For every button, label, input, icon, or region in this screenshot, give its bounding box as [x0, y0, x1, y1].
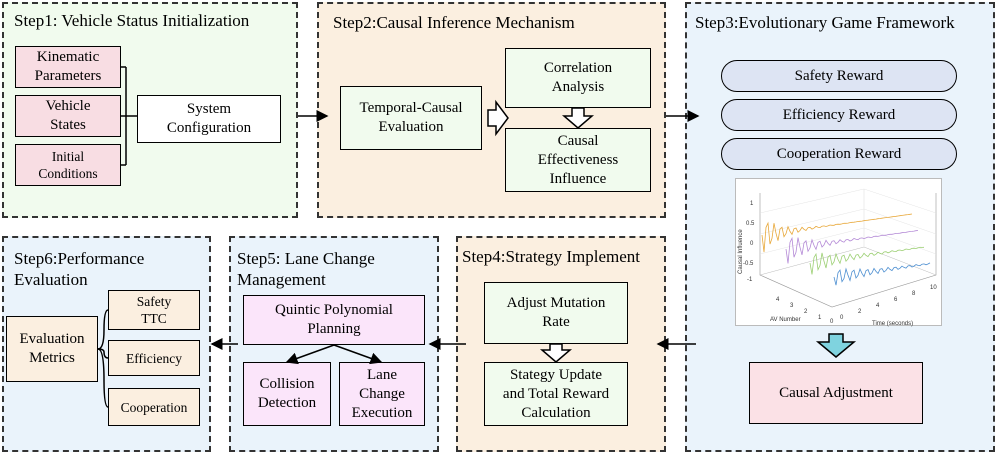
step3-title: Step3:Evolutionary Game Framework [695, 13, 955, 32]
branch-efficiency [97, 348, 109, 359]
z-tick-1: 1 [750, 201, 754, 207]
branch-cooperation [97, 348, 109, 408]
kinematic-parameters-box: Kinematic Parameters [15, 46, 121, 88]
block-arrow-mutation-update [539, 343, 573, 363]
block-arrow-temporal-causal [487, 99, 509, 137]
adjust-mutation-rate-box: Adjust Mutation Rate [484, 282, 628, 344]
plot-trace-3 [833, 262, 931, 286]
time-tick-0: 0 [840, 315, 844, 321]
causal-influence-plot: 1 0.5 0 -0.5 -1 4 3 2 1 0 0 2 4 6 8 10 C… [735, 178, 942, 327]
time-tick-2: 2 [858, 309, 862, 315]
step4-title: Step4:Strategy Implement [462, 247, 640, 266]
step1-brace [121, 66, 137, 166]
cooperation-reward-pill: Cooperation Reward [721, 138, 957, 170]
step6-title: Step6:Performance Evaluation [14, 249, 145, 289]
z-tick-05: 0.5 [746, 221, 755, 227]
av-tick-4: 4 [776, 297, 780, 303]
causal-adjustment-box: Causal Adjustment [749, 362, 923, 424]
step2-title: Step2:Causal Inference Mechanism [333, 13, 575, 32]
av-tick-3: 3 [790, 303, 794, 309]
z-tick-0: 0 [750, 241, 754, 247]
safety-reward-pill: Safety Reward [721, 60, 957, 92]
av-tick-1: 1 [818, 315, 822, 321]
step5-title: Step5: Lane Change Management [237, 249, 375, 289]
vehicle-states-box: Vehicle States [15, 95, 121, 137]
causal-effectiveness-box: Causal Effectiveness Influence [505, 128, 651, 192]
branch-safety [97, 309, 109, 350]
lane-change-execution-box: Lane Change Execution [339, 362, 425, 426]
safety-ttc-box: Safety TTC [108, 290, 200, 330]
av-tick-2: 2 [804, 309, 808, 315]
time-axis-label: Time (seconds) [872, 321, 913, 327]
quintic-polynomial-planning-box: Quintic Polynomial Planning [243, 295, 425, 345]
z-axis-label: Causal Influence [738, 229, 744, 274]
plot-trace-1 [785, 230, 919, 264]
initial-conditions-box: Initial Conditions [15, 144, 121, 186]
z-tick-m05: -0.5 [743, 261, 754, 267]
arrow-quintic-lane [333, 344, 383, 365]
cooperation-box: Cooperation [108, 388, 200, 426]
block-arrow-correlation-causal [561, 107, 595, 129]
arrow-quintic-collision [285, 344, 335, 365]
plot-trace-0 [761, 213, 913, 253]
block-arrow-plot-adjustment [815, 333, 857, 358]
step1-title: Step1: Vehicle Status Initialization [14, 11, 250, 30]
strategy-update-box: Stategy Update and Total Reward Calculat… [484, 362, 628, 426]
evaluation-metrics-box: Evaluation Metrics [6, 316, 98, 382]
correlation-analysis-box: Correlation Analysis [505, 48, 651, 108]
time-tick-4: 4 [876, 303, 880, 309]
system-configuration-box: System Configuration [137, 95, 281, 143]
plot-trace-2 [809, 246, 925, 275]
time-tick-6: 6 [894, 297, 898, 303]
av-tick-0: 0 [830, 319, 834, 325]
time-tick-10: 10 [930, 285, 937, 291]
time-tick-8: 8 [912, 291, 916, 297]
efficiency-box: Efficiency [108, 340, 200, 376]
efficiency-reward-pill: Efficiency Reward [721, 99, 957, 131]
causal-influence-plot-svg: 1 0.5 0 -0.5 -1 4 3 2 1 0 0 2 4 6 8 10 C… [738, 188, 937, 327]
temporal-causal-evaluation-box: Temporal-Causal Evaluation [340, 86, 482, 150]
z-tick-m1: -1 [747, 277, 753, 283]
av-axis-label: AV Number [770, 317, 801, 323]
